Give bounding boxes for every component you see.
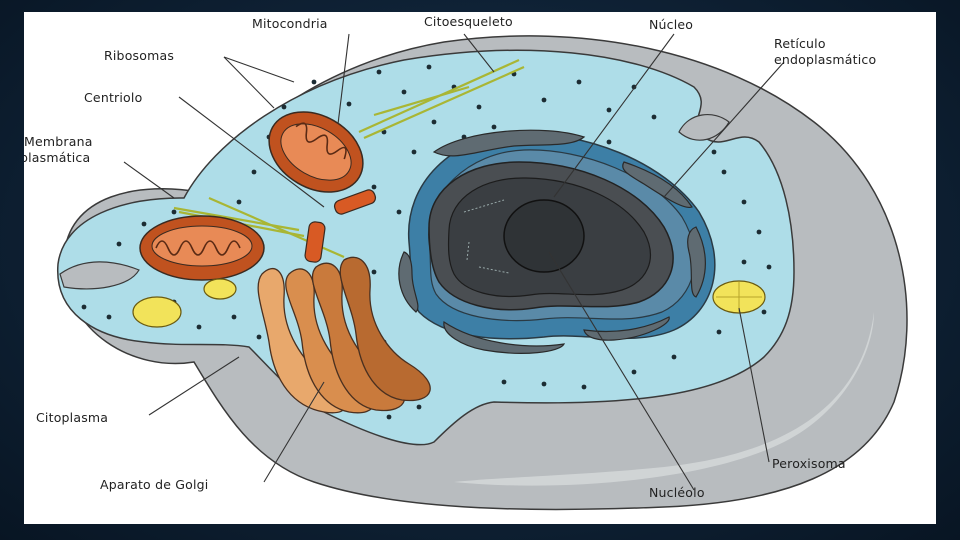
- label-mitocondria: Mitocondria: [252, 16, 328, 31]
- cell-diagram: Mitocondria Citoesqueleto Núcleo Retícul…: [24, 12, 936, 524]
- label-nucleolo: Nucléolo: [649, 485, 705, 500]
- label-membrana-1: Membrana: [24, 134, 93, 149]
- diagram-panel: Mitocondria Citoesqueleto Núcleo Retícul…: [24, 12, 936, 524]
- nucleolus-body: [504, 200, 584, 272]
- label-reticulo-2: endoplasmático: [774, 52, 876, 67]
- label-citoesqueleto: Citoesqueleto: [424, 14, 513, 29]
- label-peroxisoma: Peroxisoma: [772, 456, 846, 471]
- label-centriolo: Centriolo: [84, 90, 142, 105]
- label-ribosomas: Ribosomas: [104, 48, 174, 63]
- label-aparato-golgi: Aparato de Golgi: [100, 477, 208, 492]
- label-citoplasma: Citoplasma: [36, 410, 108, 425]
- label-reticulo-1: Retículo: [774, 36, 826, 51]
- label-nucleo: Núcleo: [649, 17, 693, 32]
- mitochondrion-left: [140, 216, 264, 280]
- label-membrana-2: plasmática: [24, 150, 90, 165]
